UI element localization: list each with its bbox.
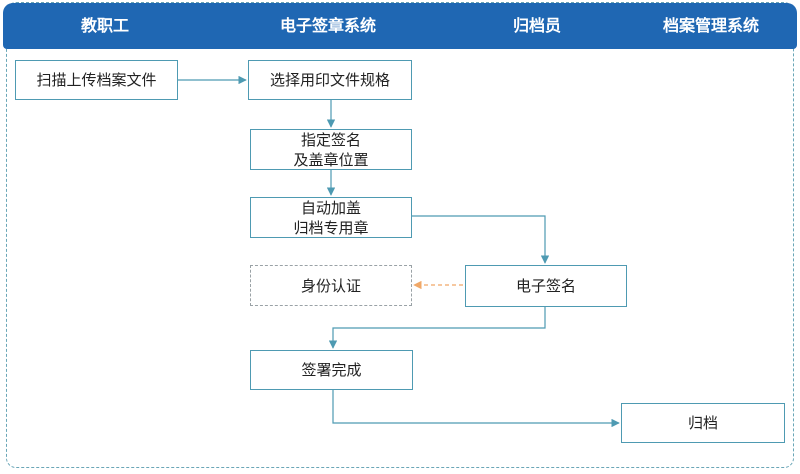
lane-title-esign-system: 电子签章系统 <box>279 16 376 35</box>
node-sign-complete: 签署完成 <box>250 350 413 390</box>
arrow-auto-to-esign <box>412 215 550 264</box>
node-archive: 归档 <box>621 403 785 443</box>
node-esign: 电子签名 <box>465 265 627 307</box>
lane-title-archivist: 归档员 <box>512 16 561 35</box>
lane-title-archive-system: 档案管理系统 <box>662 16 759 35</box>
node-select-spec: 选择用印文件规格 <box>248 60 412 100</box>
lane-title-staff: 教职工 <box>80 16 129 35</box>
diagram-frame <box>6 2 794 468</box>
node-auto-stamp: 自动加盖 归档专用章 <box>250 197 412 238</box>
node-scan-upload: 扫描上传档案文件 <box>15 60 178 100</box>
node-specify-position: 指定签名 及盖章位置 <box>250 129 412 170</box>
arrow-esign-to-complete <box>328 307 546 349</box>
node-identity-auth: 身份认证 <box>250 265 412 306</box>
arrow-complete-to-archive <box>332 390 620 428</box>
swimlane-header: 教职工 电子签章系统 归档员 档案管理系统 <box>3 3 797 49</box>
